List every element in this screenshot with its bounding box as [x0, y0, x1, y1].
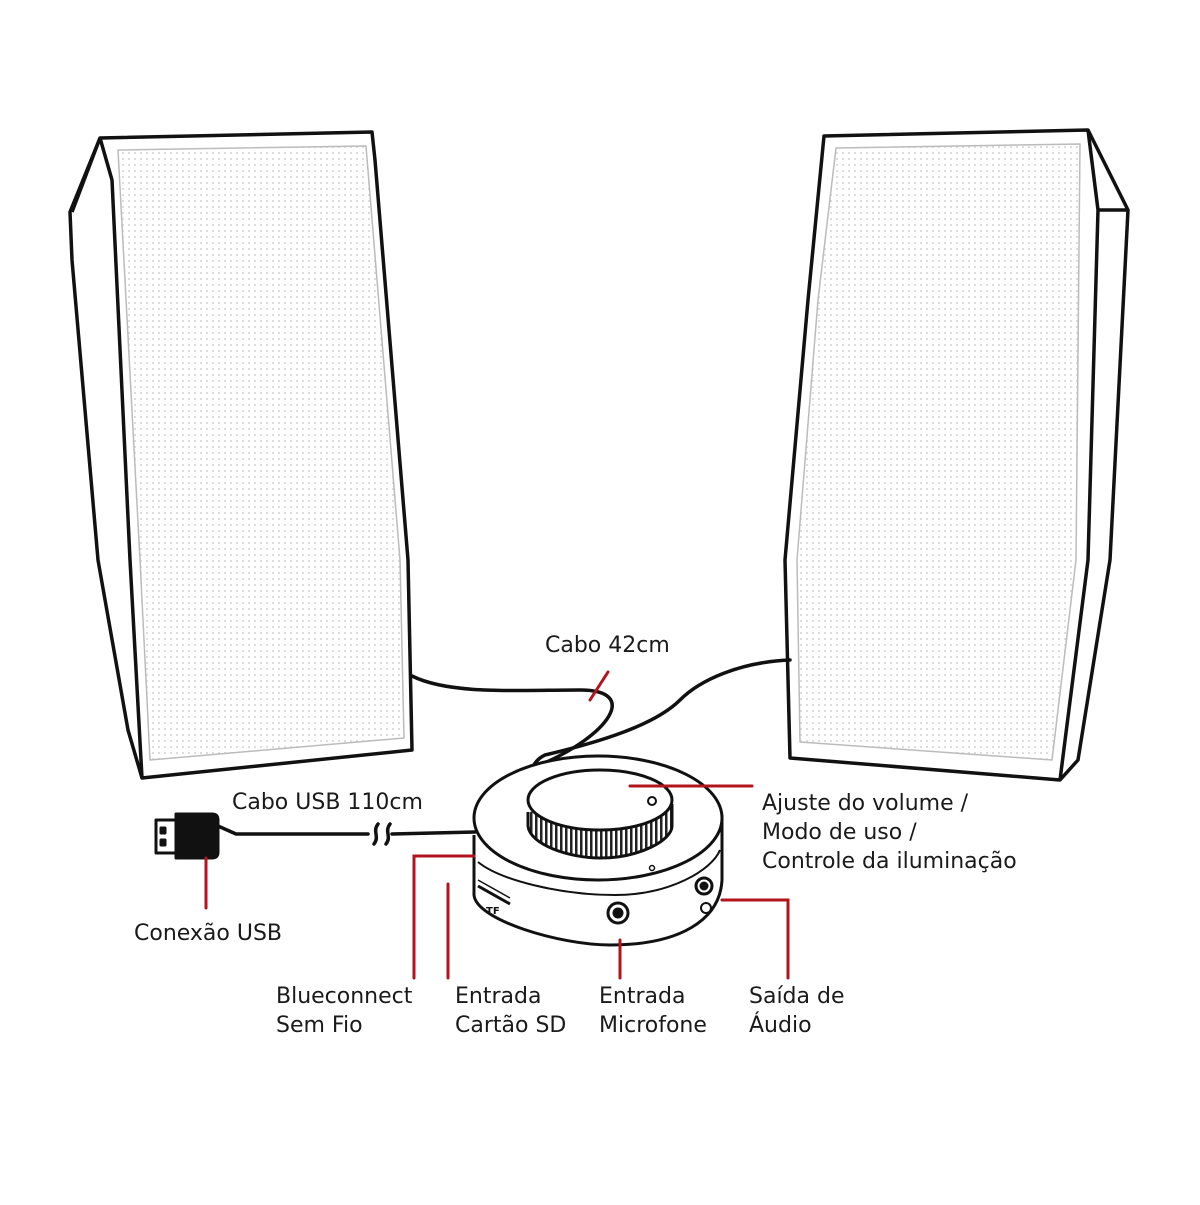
- tf-mark: TF: [486, 906, 500, 917]
- usb-cable: [216, 822, 477, 846]
- usb-connection-label: Conexão USB: [134, 921, 283, 946]
- volume-control-label: Ajuste do volume / Modo de uso / Control…: [762, 791, 1017, 874]
- audio-output-label: Saída de Áudio: [749, 984, 845, 1038]
- microphone-input-label: Entrada Microfone: [599, 984, 707, 1038]
- right-speaker: [783, 128, 1130, 782]
- cable-42cm-label: Cabo 42cm: [545, 633, 670, 658]
- sd-card-input-label: Entrada Cartão SD: [455, 984, 567, 1038]
- left-speaker: [68, 130, 414, 780]
- leader-lines: [204, 670, 790, 980]
- usb-plug: [154, 812, 220, 860]
- control-unit: [472, 754, 724, 947]
- blueconnect-label: Blueconnect Sem Fio: [276, 984, 413, 1038]
- usb-cable-label: Cabo USB 110cm: [232, 790, 423, 815]
